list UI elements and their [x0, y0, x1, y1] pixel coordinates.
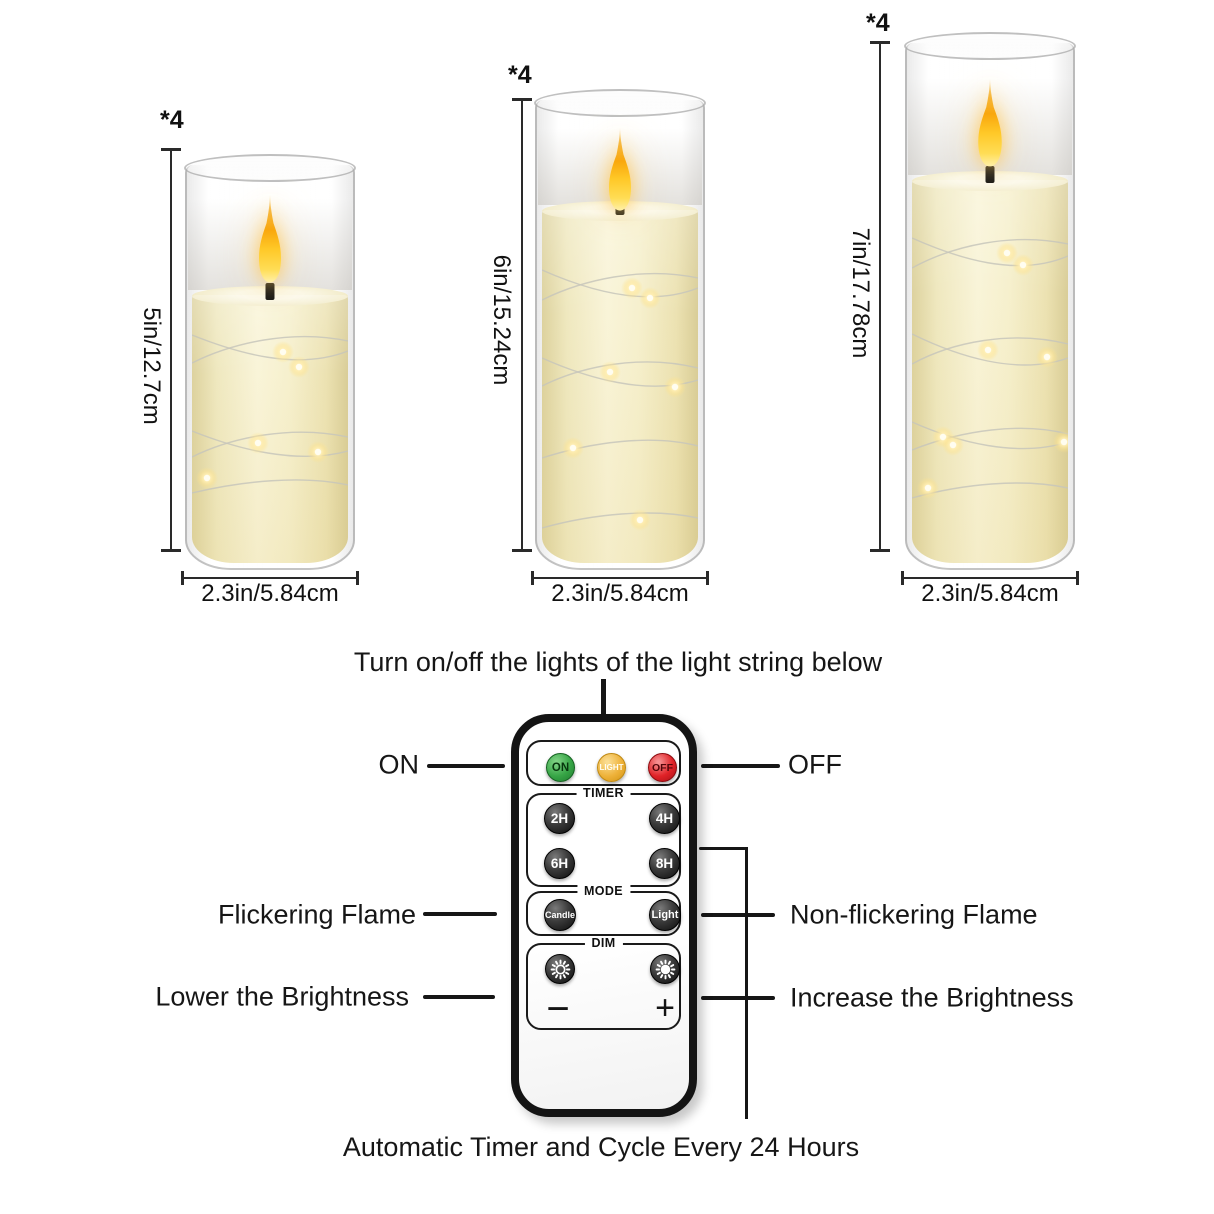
dim-section-label: DIM — [584, 936, 623, 950]
timer-2h-button[interactable]: 2H — [544, 803, 575, 834]
off-label: OFF — [788, 749, 842, 780]
minus-symbol: − — [546, 987, 570, 1031]
remote-control: ON LIGHT OFF TIMER 2H 4H 6H 8H MODE Cand… — [511, 714, 697, 1117]
mode-section-label: MODE — [576, 884, 631, 898]
flame-icon — [259, 195, 281, 283]
height-label: 6in/15.24cm — [488, 254, 515, 386]
flickering-connector-line — [423, 912, 497, 916]
timer-6h-button[interactable]: 6H — [544, 848, 575, 879]
automatic-timer-caption: Automatic Timer and Cycle Every 24 Hours — [342, 1132, 860, 1162]
height-dimension-line — [161, 148, 181, 552]
width-dimension-line — [531, 571, 709, 585]
light-mode-button[interactable]: Light — [649, 899, 681, 931]
string-lights — [542, 269, 698, 531]
wick — [985, 166, 995, 183]
light-dots — [917, 242, 1068, 499]
light-button[interactable]: LIGHT — [597, 753, 626, 782]
timer-section-label: TIMER — [576, 786, 631, 800]
quantity-label: *4 — [866, 9, 890, 37]
flame-icon — [609, 128, 631, 211]
sun-filled-icon — [655, 959, 675, 979]
wick — [265, 283, 275, 300]
brightness-down-button[interactable] — [545, 954, 575, 984]
quantity-label: *4 — [160, 106, 184, 134]
height-label: 7in/17.78cm — [847, 227, 874, 359]
mode-button-group: MODE Candle Light — [526, 884, 681, 936]
glass-rim — [534, 89, 706, 117]
width-dimension-line — [181, 571, 359, 585]
width-label: 2.3in/5.84cm — [201, 580, 339, 607]
height-dimension-line — [512, 98, 532, 552]
non-flickering-connector-line — [701, 913, 775, 917]
width-label: 2.3in/5.84cm — [921, 580, 1059, 607]
light-dots — [562, 277, 686, 531]
flame-icon — [978, 79, 1002, 167]
non-flickering-flame-label: Non-flickering Flame — [790, 899, 1038, 930]
candle-small — [184, 154, 356, 570]
width-label: 2.3in/5.84cm — [551, 580, 689, 607]
quantity-label: *4 — [508, 61, 532, 89]
glass-rim — [904, 32, 1076, 60]
glass-rim — [184, 154, 356, 182]
off-button[interactable]: OFF — [648, 753, 677, 782]
timer-button-group: TIMER 2H 4H 6H 8H — [526, 786, 681, 887]
increase-brightness-connector-line — [701, 996, 775, 1000]
flickering-flame-label: Flickering Flame — [217, 899, 416, 930]
on-connector-line — [427, 764, 505, 768]
power-button-group: ON LIGHT OFF — [526, 740, 681, 786]
candle-mode-button[interactable]: Candle — [544, 899, 576, 931]
brightness-up-button[interactable] — [650, 954, 680, 984]
lower-brightness-connector-line — [423, 995, 495, 999]
height-label: 5in/12.7cm — [138, 307, 165, 425]
timer-8h-button[interactable]: 8H — [649, 848, 680, 879]
top-caption: Turn on/off the lights of the light stri… — [353, 647, 883, 677]
remote-wire-line — [601, 679, 606, 716]
string-lights — [912, 237, 1068, 499]
timer-connector-stub-line — [699, 847, 746, 850]
on-label: ON — [378, 749, 420, 780]
dim-button-group: DIM — [526, 936, 681, 1031]
increase-brightness-label: Increase the Brightness — [790, 982, 1074, 1013]
on-button[interactable]: ON — [546, 753, 575, 782]
lower-brightness-label: Lower the Brightness — [155, 981, 409, 1012]
sun-outline-icon — [550, 959, 570, 979]
off-connector-line — [701, 764, 780, 768]
width-dimension-line — [901, 571, 1079, 585]
plus-symbol: + — [655, 989, 675, 1027]
timer-vertical-connector-line — [745, 847, 748, 1119]
string-lights — [192, 334, 348, 494]
wax-pillar — [912, 171, 1068, 563]
candle-large — [904, 32, 1076, 570]
timer-4h-button[interactable]: 4H — [649, 803, 680, 834]
light-dots — [196, 341, 329, 489]
candle-medium — [534, 89, 706, 570]
height-dimension-line — [870, 41, 890, 552]
